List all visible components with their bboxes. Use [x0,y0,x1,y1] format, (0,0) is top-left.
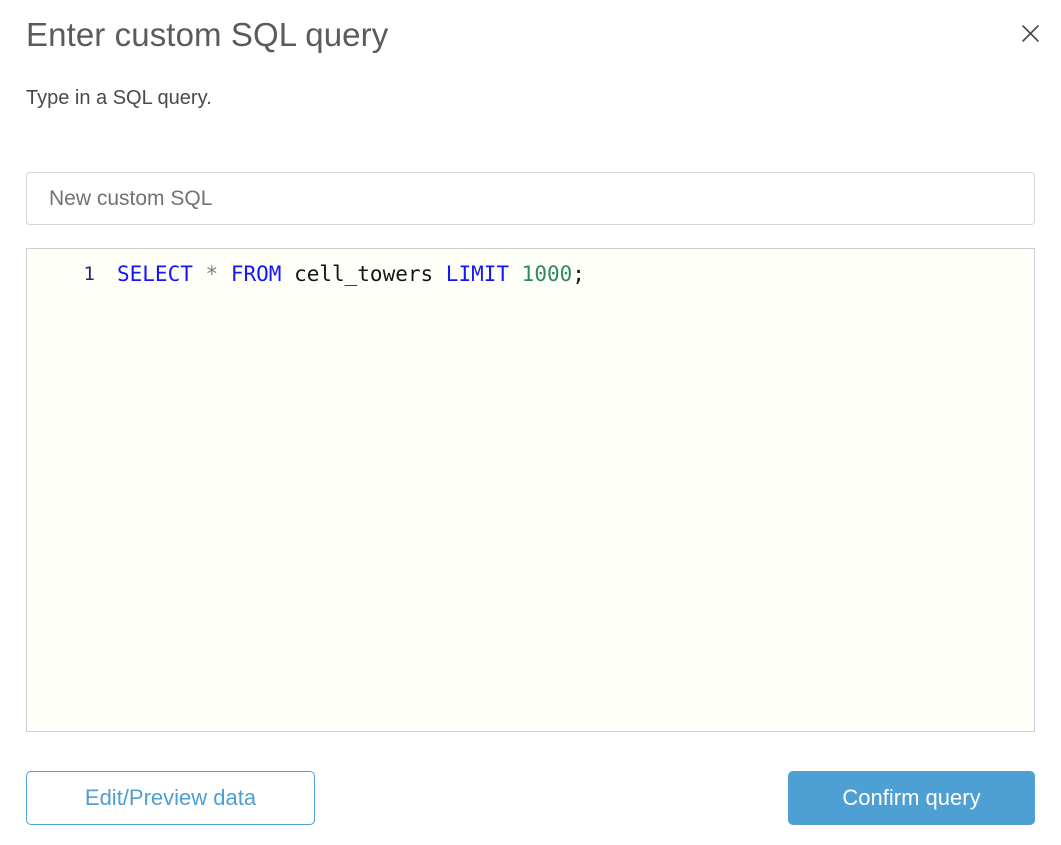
confirm-query-button[interactable]: Confirm query [788,771,1035,825]
dialog-subtitle: Type in a SQL query. [26,87,212,109]
page-title: Enter custom SQL query [26,16,389,53]
sql-token-table: cell_towers [294,262,434,286]
editor-line: 1 SELECT * FROM cell_towers LIMIT 1000; [27,249,1034,289]
query-name-input[interactable] [26,172,1035,225]
sql-token-star: * [205,262,219,286]
sql-space [509,262,522,286]
sql-token-limit: LIMIT [445,262,510,286]
sql-token-select: SELECT [117,262,193,286]
sql-space [218,262,231,286]
sql-space [433,262,446,286]
line-number-gutter: 1 [83,263,95,285]
sql-space [281,262,294,286]
sql-space [193,262,206,286]
edit-preview-data-button[interactable]: Edit/Preview data [26,771,315,825]
sql-token-semicolon: ; [572,262,585,286]
sql-token-from: FROM [230,262,282,286]
sql-editor[interactable]: 1 SELECT * FROM cell_towers LIMIT 1000; [26,248,1035,732]
close-icon[interactable] [1013,16,1047,50]
sql-code-line[interactable]: SELECT * FROM cell_towers LIMIT 1000; [117,261,585,287]
sql-token-limit-value: 1000 [521,262,573,286]
